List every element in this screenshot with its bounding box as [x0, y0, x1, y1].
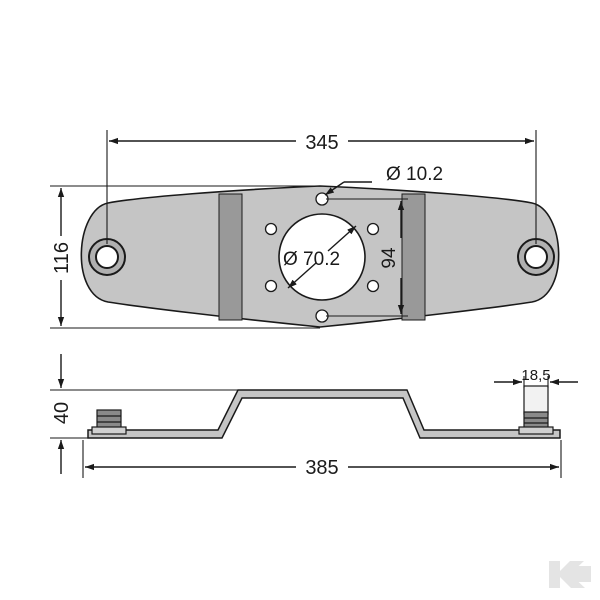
bolt-holes — [264, 192, 380, 323]
dim-116: 116 — [51, 242, 73, 274]
dim-bore-diameter: Ø 70.2 — [283, 249, 340, 270]
bolt-hole-lr — [366, 279, 380, 293]
right-rib — [401, 193, 426, 321]
bolt-hole-ll — [264, 279, 278, 293]
side-bar — [87, 389, 561, 439]
dim-385: 385 — [305, 457, 338, 479]
k-logo-icon — [549, 561, 591, 588]
dim-345: 345 — [305, 132, 338, 154]
right-stud — [518, 385, 554, 435]
left-stud — [91, 409, 127, 435]
bolt-hole-ur — [366, 222, 380, 236]
right-boss — [517, 238, 555, 276]
dim-40: 40 — [51, 402, 73, 424]
bolt-hole-ul — [264, 222, 278, 236]
central-bore — [278, 213, 366, 301]
dim-hole-diameter: Ø 10.2 — [386, 164, 443, 185]
side-view: 18,5 40 385 — [50, 354, 578, 479]
top-view: 345 Ø 10.2 Ø 70.2 94 116 — [50, 130, 560, 329]
left-rib — [218, 193, 243, 321]
dim-94: 94 — [379, 247, 400, 269]
left-boss — [88, 238, 126, 276]
dim-18-5: 18,5 — [521, 367, 550, 384]
